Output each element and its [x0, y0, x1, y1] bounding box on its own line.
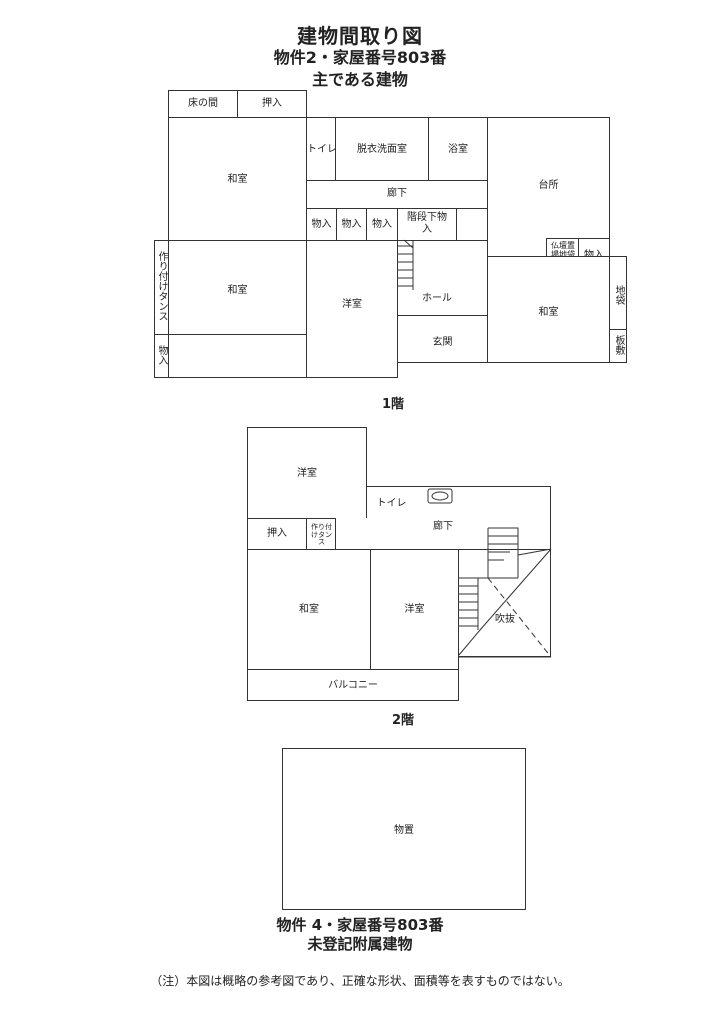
room-label: 作り付けタンス	[311, 523, 332, 547]
room-label: 脱衣洗面室	[357, 144, 407, 155]
room-washitsu-w: 和室	[168, 240, 307, 335]
room-label: 床の間	[188, 98, 218, 109]
room-label: 洋室	[342, 299, 362, 310]
room-label: 地袋	[613, 285, 624, 305]
room-oshiire: 押入	[237, 90, 307, 118]
page-title: 建物間取り図	[297, 24, 423, 48]
room-label: 板敷	[613, 335, 624, 355]
room-toilet: トイレ	[366, 486, 417, 519]
room-label: 押入	[262, 98, 282, 109]
room-label: 仏壇置場地袋	[551, 241, 575, 259]
room-western-ext	[168, 334, 307, 378]
room-label: 物入	[579, 250, 609, 262]
room-label: 廊下	[387, 188, 407, 199]
room-under-stairs: 階段下物入	[397, 208, 457, 241]
room-label: 物入	[156, 345, 167, 365]
room-label: トイレ	[376, 498, 407, 509]
room-kitchen: 台所	[487, 117, 610, 257]
room-label: 洋室	[404, 604, 425, 615]
room-label: バルコニー	[328, 680, 378, 691]
room-label: 台所	[538, 180, 559, 191]
room-label: 廊下	[433, 521, 453, 532]
room-label: 作り付けタンス	[156, 251, 167, 321]
room-storage: 物入	[306, 208, 337, 241]
floor-1-label: 1階	[382, 397, 405, 412]
room-label: 和室	[538, 307, 559, 318]
room-label: 物入	[341, 219, 362, 230]
room-oshiire: 押入	[247, 518, 307, 550]
room-storage-w: 物入	[154, 334, 169, 378]
property-subtitle: 物件2・家屋番号803番	[273, 48, 447, 67]
room-label: 和室	[227, 174, 248, 185]
room-western-n: 洋室	[247, 427, 367, 519]
room-label: 吹抜	[495, 614, 515, 625]
room-label: 玄関	[432, 337, 453, 348]
room-balcony: バルコニー	[247, 669, 459, 701]
annex-caption: 物件 4・家屋番号803番	[276, 916, 444, 934]
room-label: 物入	[372, 219, 392, 230]
room-closet: 作り付けタンス	[306, 518, 336, 550]
room-label: 浴室	[448, 144, 468, 155]
room-label: 和室	[299, 604, 319, 615]
room-storage-shed: 物置	[282, 748, 526, 910]
room-label: 洋室	[297, 468, 317, 479]
room-label: 押入	[267, 528, 287, 539]
room-label: 物置	[394, 825, 414, 836]
annex-subcaption: 未登記附属建物	[307, 935, 413, 953]
room-washitsu-e: 和室	[487, 256, 610, 363]
room-entrance: 玄関	[397, 315, 488, 363]
room-washitsu: 和室	[247, 549, 371, 670]
floor-2-label: 2階	[392, 713, 415, 728]
room-label: 階段下物入	[407, 212, 447, 235]
room-label: トイレ	[307, 144, 337, 155]
room-itajiki: 板敷	[609, 329, 627, 363]
room-washitsu-nw: 和室	[168, 117, 307, 241]
room-label: 物入	[311, 219, 332, 230]
room-western: 洋室	[306, 240, 398, 378]
footnote: （注）本図は概略の参考図であり、正確な形状、面積等を表すものではない。	[150, 974, 570, 988]
room-label: ホール	[422, 293, 452, 304]
room-toilet: トイレ	[306, 117, 337, 181]
building-label: 主である建物	[312, 70, 408, 89]
room-built-in-closet: 作り付けタンス	[154, 240, 169, 335]
room-label: 和室	[227, 285, 248, 296]
